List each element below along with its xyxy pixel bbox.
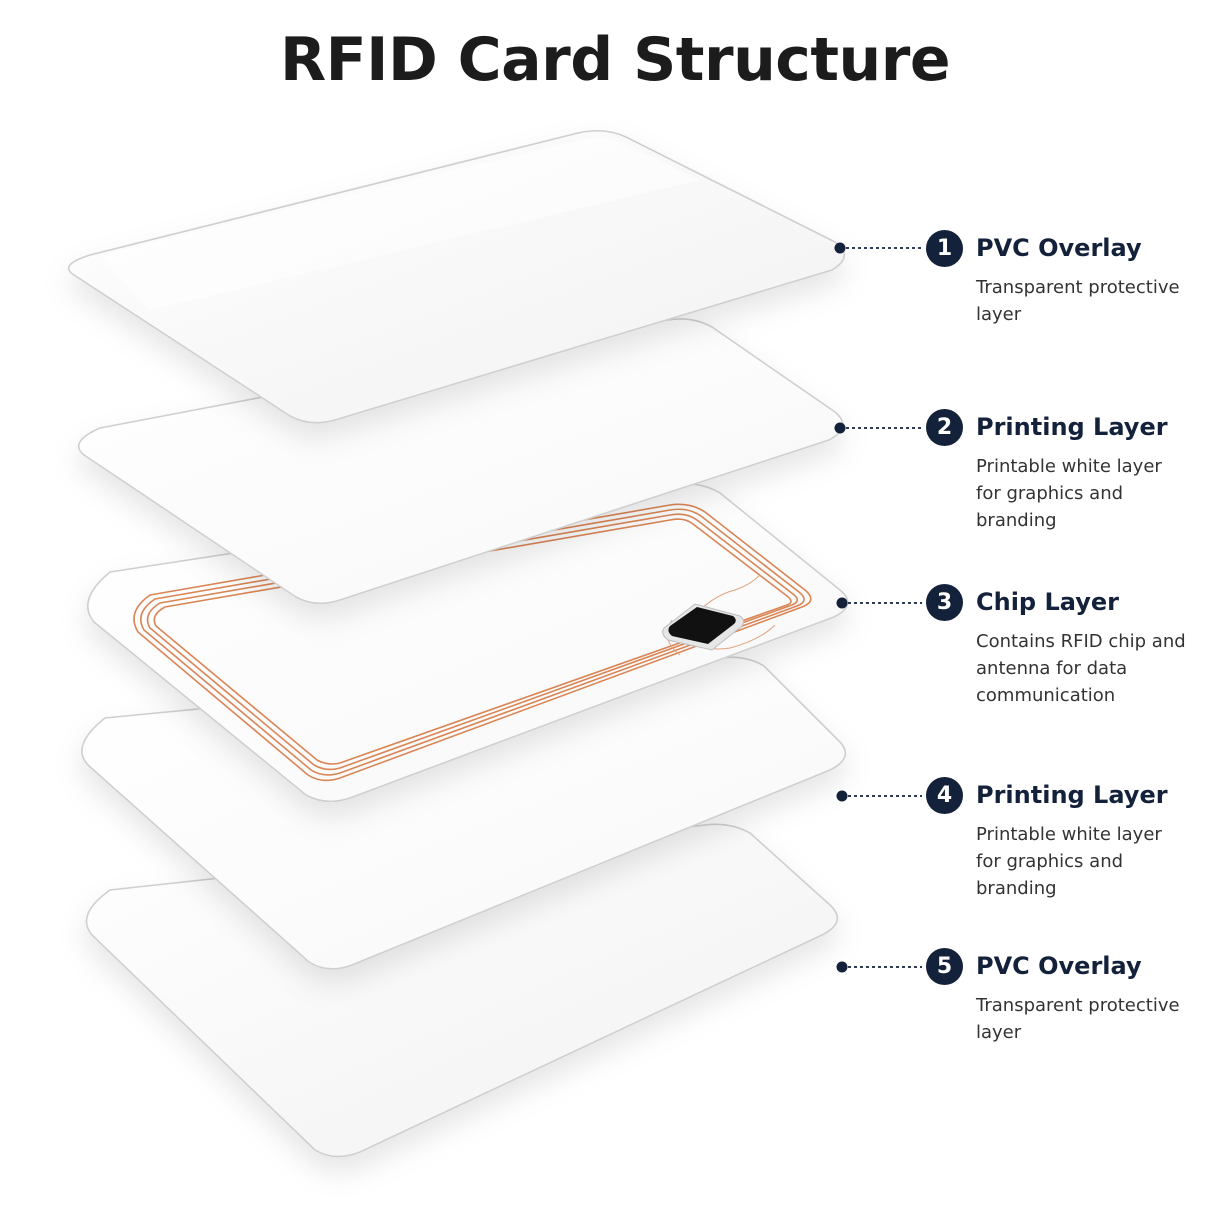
leader-line-4 — [836, 790, 922, 802]
leader-line-3 — [836, 597, 922, 609]
layer-number-badge: 3 — [926, 584, 963, 621]
card-layer-1-shape — [67, 129, 846, 424]
layer-name: PVC Overlay — [976, 234, 1142, 262]
card-layer-2 — [77, 318, 844, 605]
diagram-title: RFID Card Structure — [279, 25, 951, 95]
layer-number-badge: 2 — [926, 409, 963, 446]
layer-description: Contains RFID chip and antenna for data … — [976, 631, 1186, 706]
leader-line-2 — [834, 422, 922, 434]
layer-name: Chip Layer — [976, 588, 1119, 616]
layer-name: PVC Overlay — [976, 952, 1142, 980]
layer-description: Transparent protective layer — [976, 277, 1180, 325]
leader-line-1 — [834, 242, 922, 254]
layer-number-badge: 5 — [926, 948, 963, 985]
rfid-antenna — [133, 503, 812, 782]
layer-number-badge: 4 — [926, 777, 963, 814]
leader-line-5 — [836, 961, 922, 973]
card-layer-2-shape — [77, 318, 844, 605]
rfid-chip — [662, 603, 745, 651]
layer-name: Printing Layer — [976, 781, 1168, 809]
layer-description: Transparent protective layer — [976, 995, 1180, 1043]
layer-description: Printable white layer for graphics and b… — [976, 456, 1162, 531]
card-layer-1 — [67, 129, 846, 424]
layer-description: Printable white layer for graphics and b… — [976, 824, 1162, 899]
layer-number-badge: 1 — [926, 230, 963, 267]
layer-name: Printing Layer — [976, 413, 1168, 441]
